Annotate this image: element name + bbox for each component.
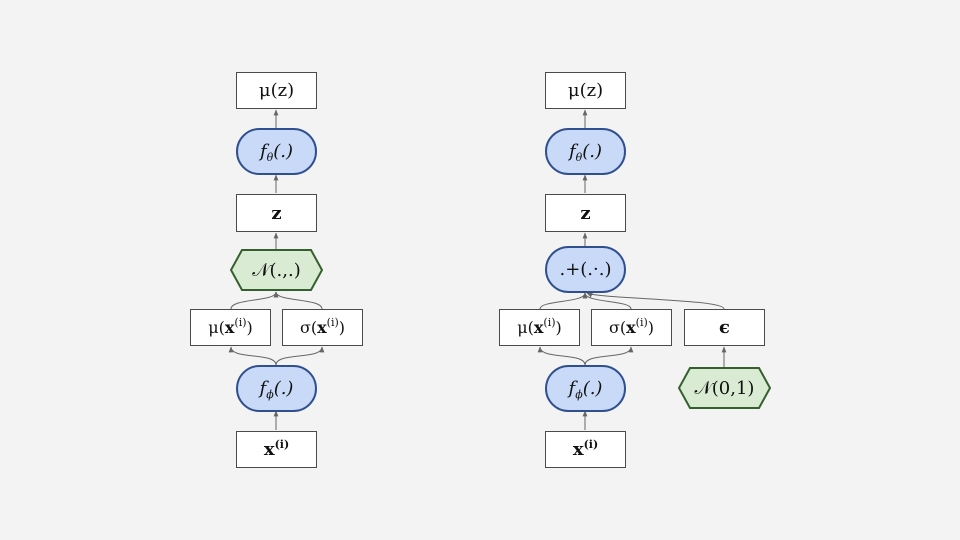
f-theta-label-right: fθ(.)	[568, 141, 603, 164]
z-box: z	[236, 194, 317, 232]
mu-z-box-right: μ(z)	[545, 72, 626, 109]
z-label-right: z	[580, 202, 591, 224]
sigma-x-box-right: σ(x(i))	[591, 309, 672, 346]
reparam-sum-label: .+(.·.)	[559, 259, 612, 280]
arrow-mu-to-normal	[230, 291, 279, 310]
mu-x-box: μ(x(i))	[190, 309, 271, 346]
arrow-mu-to-plus	[539, 292, 588, 310]
x-i-box-right: x(i)	[545, 431, 626, 468]
mu-z-label: μ(z)	[258, 80, 295, 101]
mu-z-box: μ(z)	[236, 72, 317, 109]
x-i-box: x(i)	[236, 431, 317, 468]
mu-x-box-right: μ(x(i))	[499, 309, 580, 346]
sigma-x-label-right: σ(x(i))	[608, 316, 655, 337]
normal-distribution-node: 𝒩(.,.)	[230, 249, 323, 291]
f-theta-node-right: fθ(.)	[545, 128, 626, 175]
x-i-label-right: x(i)	[572, 438, 599, 460]
f-phi-node-right: fϕ(.)	[545, 365, 626, 412]
f-phi-label: fϕ(.)	[259, 378, 294, 401]
z-box-right: z	[545, 194, 626, 232]
epsilon-label: ϵ	[719, 317, 730, 338]
z-label: z	[271, 202, 282, 224]
arrow-sigma-to-normal	[273, 291, 323, 310]
reparam-sum-node: .+(.·.)	[545, 246, 626, 293]
arrow-fphi-to-mu-right	[537, 346, 586, 366]
arrow-sigma-to-plus	[582, 292, 632, 310]
epsilon-box: ϵ	[684, 309, 765, 346]
f-phi-node: fϕ(.)	[236, 365, 317, 412]
standard-normal-node: 𝒩(0,1)	[678, 367, 771, 409]
f-phi-label-right: fϕ(.)	[568, 378, 603, 401]
f-theta-node: fθ(.)	[236, 128, 317, 175]
arrow-fphi-to-mu	[228, 346, 277, 366]
sigma-x-label: σ(x(i))	[299, 316, 346, 337]
mu-z-label-right: μ(z)	[567, 80, 604, 101]
arrow-fphi-to-sigma	[275, 346, 325, 366]
mu-x-label-right: μ(x(i))	[517, 316, 562, 337]
x-i-label: x(i)	[263, 438, 290, 460]
f-theta-label: fθ(.)	[259, 141, 294, 164]
mu-x-label: μ(x(i))	[208, 316, 253, 337]
arrow-fphi-to-sigma-right	[584, 346, 634, 366]
arrow-eps-to-plus	[586, 292, 725, 310]
sigma-x-box: σ(x(i))	[282, 309, 363, 346]
